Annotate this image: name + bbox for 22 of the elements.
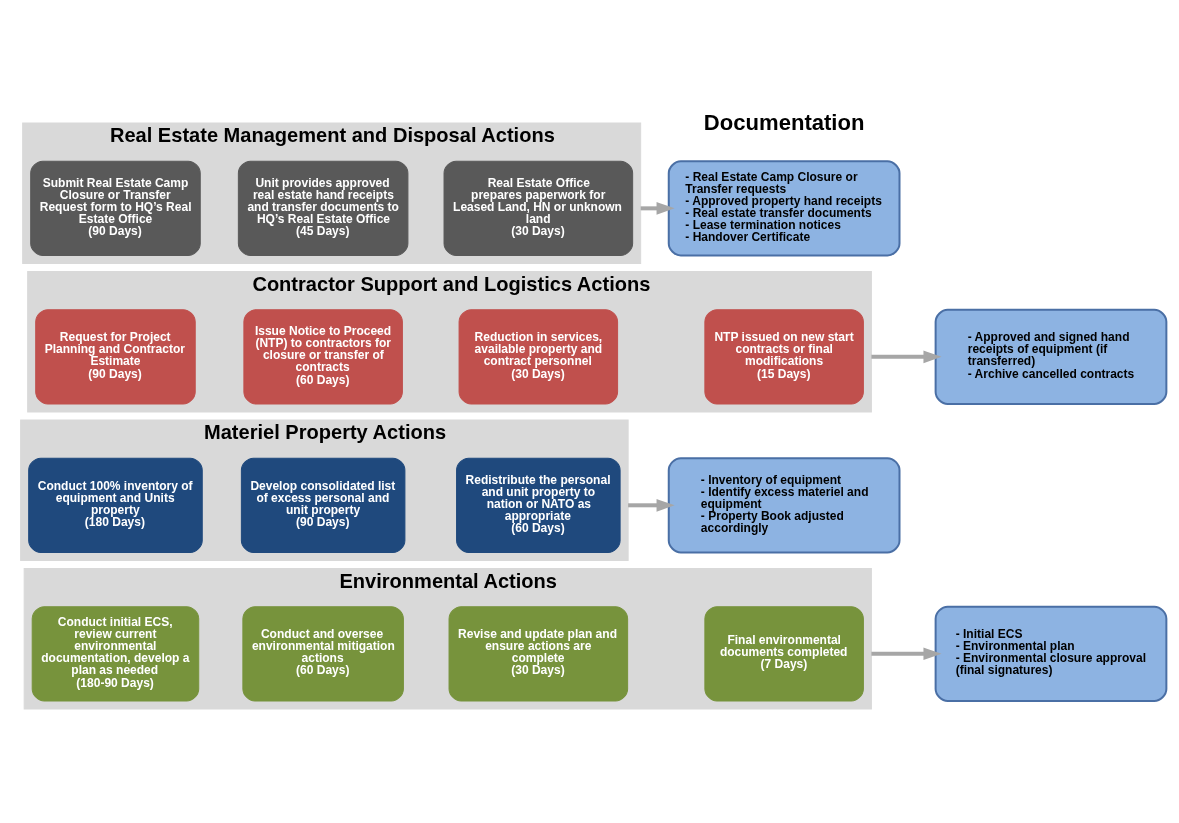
node-box: Request for Project Planning and Contractor Estimate (90 Days) [35,308,196,404]
node-box: Issue Notice to Proceed (NTP) to contractors for closure or transfer of contracts (60 Days) [243,308,403,404]
arrow [628,498,675,512]
arrow [871,646,942,660]
node-box: - Initial ECS - Environmental plan - Environmental closure approval (final signatures) [934,605,1168,702]
node-box: Conduct 100% inventory of equipment and Units property (180 Days) [28,457,203,553]
node-box: Conduct initial ECS, review current environmental documentation, develop a plan as needed (180-90 Days) [31,605,200,701]
node-box: Unit provides approved real estate hand receipts and transfer documents to HQ’s Real Estate Office (45 Days) [237,160,409,256]
arrow [871,350,942,363]
node-box: - Inventory of equipment - Identify excess materiel and equipment - Property Book adjusted accordingly [667,456,901,553]
node-box: Submit Real Estate Camp Closure or Transfer Request form to HQ’s Real Estate Office (90 Days) [30,160,201,256]
label: Documentation [703,109,865,135]
node-box: Revise and update plan and ensure actions are complete (30 Days) [448,605,629,701]
node-box: Final environmental documents completed (7 Days) [704,605,864,701]
node-box: NTP issued on new start contracts or final modifications (15 Days) [704,308,864,404]
node-box: Develop consolidated list of excess personal and unit property (90 Days) [240,457,406,553]
node-box: - Real Estate Camp Closure or Transfer requests - Approved property hand receipts - Real estate transfer documents - Lease termination notices - Handover Certificate [667,159,901,256]
node-box: Conduct and oversee environmental mitigation actions (60 Days) [242,605,404,701]
node-box: Reduction in services, available property and contract personnel (30 Days) [458,308,619,404]
node-box: Real Estate Office prepares paperwork for Leased Land, HN or unknown land (30 Days) [443,160,634,256]
node-box: - Approved and signed hand receipts of equipment (if transferred) - Archive cancelled contracts [934,308,1168,405]
node-box: Redistribute the personal and unit property to nation or NATO as appropriate (60 Days) [456,457,621,553]
